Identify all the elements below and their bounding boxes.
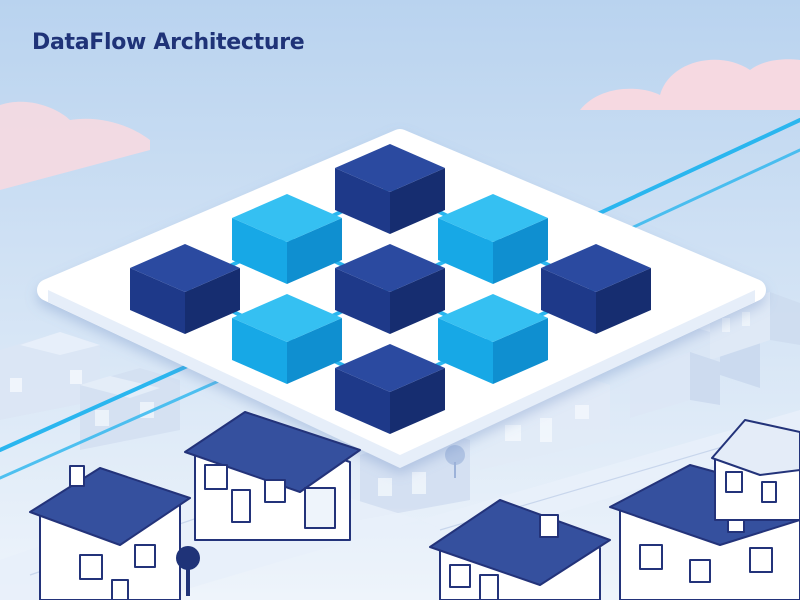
ghost-building-left [0, 332, 100, 420]
tree-ghost [445, 445, 465, 465]
cube-node-top [335, 144, 445, 234]
ghost-building-left-2 [80, 368, 180, 450]
cube-node-bottom [335, 344, 445, 434]
house-bottom-left [29, 465, 200, 600]
house-center-left [184, 411, 361, 541]
foreground-houses [29, 411, 800, 600]
diagram-title: DataFlow Architecture [32, 30, 305, 55]
cube-node-right [541, 244, 651, 334]
cloud-left [0, 101, 150, 190]
ghost-building-right-3 [630, 352, 720, 418]
cube-node-upper-left [232, 194, 342, 284]
cube-node-lower-left [232, 294, 342, 384]
house-bottom-center [429, 499, 611, 600]
cube-node-lower-right [438, 294, 548, 384]
network-nodes [130, 144, 651, 434]
cloud-right [580, 59, 800, 110]
cube-node-upper-right [438, 194, 548, 284]
background-city [0, 292, 800, 520]
house-right [711, 419, 800, 521]
cube-node-center [335, 244, 445, 334]
cube-node-left [130, 244, 240, 334]
